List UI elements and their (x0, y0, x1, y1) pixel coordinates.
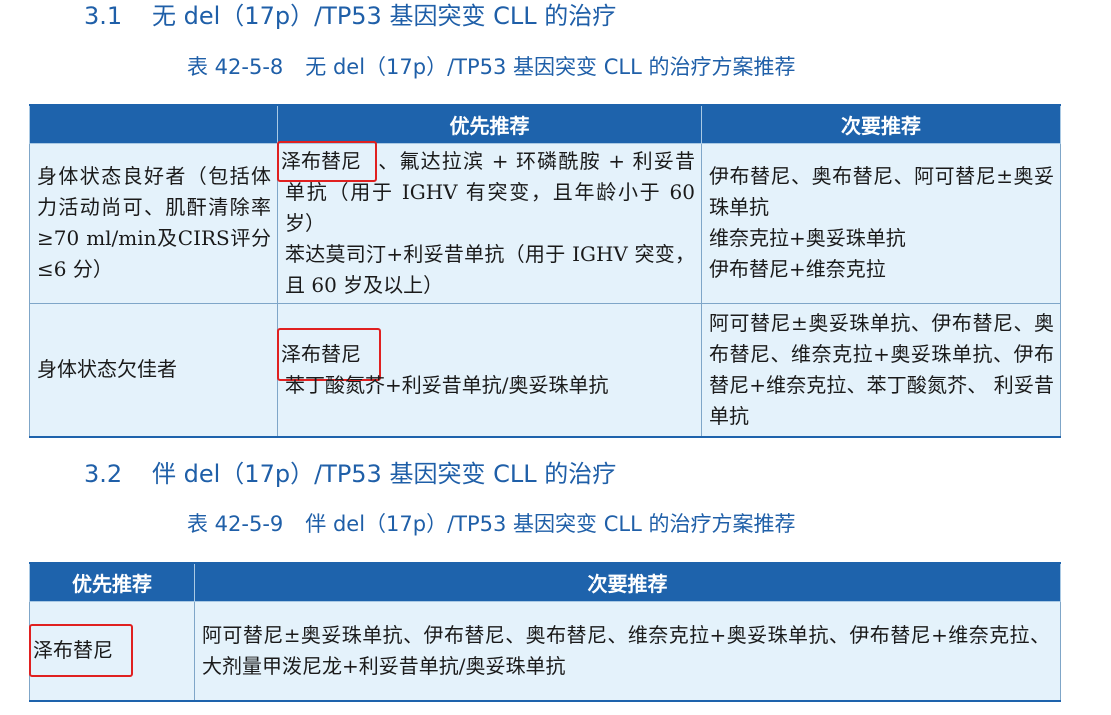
highlighted-drug: 泽布替尼 (277, 327, 381, 381)
table-caption-text: 无 del（17p）/TP53 基因突变 CLL 的治疗方案推荐 (305, 55, 796, 79)
section-title: 伴 del（17p）/TP53 基因突变 CLL 的治疗 (152, 460, 617, 488)
treatment-table-42-5-9: 优先推荐 次要推荐 泽布替尼 阿可替尼±奥妥珠单抗、伊布替尼、奥布替尼、维奈克拉… (29, 562, 1061, 702)
secondary-cell: 阿可替尼±奥妥珠单抗、伊布替尼、奥布替尼、维奈克拉+奥妥珠单抗、伊布替尼+维奈克… (701, 302, 1061, 438)
header-preferred: 优先推荐 (29, 562, 195, 602)
preferred-regimen-2: 苯达莫司汀+利妥昔单抗（用于 IGHV 突变，且 60 岁及以上） (285, 241, 695, 297)
secondary-regimen: 维奈克拉+奥妥珠单抗 (709, 226, 906, 250)
table-number: 表 42-5-9 (187, 512, 284, 536)
section-number: 3.1 (84, 2, 123, 30)
patient-group-cell: 身体状态良好者（包括体力活动尚可、肌酐清除率≥70 ml/min及CIRS评分≤… (29, 142, 278, 304)
table-caption-text: 伴 del（17p）/TP53 基因突变 CLL 的治疗方案推荐 (305, 512, 796, 536)
patient-group: 身体状态欠佳者 (37, 357, 177, 382)
secondary-regimen: 阿可替尼±奥妥珠单抗、伊布替尼、奥布替尼、维奈克拉+奥妥珠单抗、伊布替尼+维奈克… (709, 310, 1054, 428)
preferred-regimen-2: 苯丁酸氮芥+利妥昔单抗/奥妥珠单抗 (285, 372, 609, 397)
treatment-table-42-5-8: 优先推荐 次要推荐 身体状态良好者（包括体力活动尚可、肌酐清除率≥70 ml/m… (29, 104, 1061, 438)
table-header-row: 优先推荐 次要推荐 (29, 562, 1061, 602)
section-number: 3.2 (84, 460, 123, 488)
table-caption-42-5-9: 表 42-5-9 伴 del（17p）/TP53 基因突变 CLL 的治疗方案推荐 (187, 509, 795, 539)
preferred-cell: 泽布替尼 (29, 600, 195, 702)
table-caption-42-5-8: 表 42-5-8 无 del（17p）/TP53 基因突变 CLL 的治疗方案推荐 (187, 52, 795, 82)
highlighted-drug: 泽布替尼 (29, 624, 133, 678)
table-row: 身体状态欠佳者 泽布替尼 苯丁酸氮芥+利妥昔单抗/奥妥珠单抗 阿可替尼±奥妥珠单… (29, 302, 1061, 438)
preferred-regimen-1: 泽布替尼、氟达拉滨 + 环磷酰胺 + 利妥昔单抗（用于 IGHV 有突变，且年龄… (277, 140, 695, 239)
section-title: 无 del（17p）/TP53 基因突变 CLL 的治疗 (152, 2, 617, 30)
header-group (29, 104, 278, 144)
secondary-cell: 阿可替尼±奥妥珠单抗、伊布替尼、奥布替尼、维奈克拉+奥妥珠单抗、伊布替尼+维奈克… (194, 600, 1061, 702)
header-secondary: 次要推荐 (701, 104, 1061, 144)
secondary-regimen: 伊布替尼+维奈克拉 (709, 257, 886, 281)
header-preferred: 优先推荐 (277, 104, 702, 144)
table-number: 表 42-5-8 (187, 55, 284, 79)
table-row: 泽布替尼 阿可替尼±奥妥珠单抗、伊布替尼、奥布替尼、维奈克拉+奥妥珠单抗、伊布替… (29, 600, 1061, 702)
preferred-cell: 泽布替尼 苯丁酸氮芥+利妥昔单抗/奥妥珠单抗 (277, 302, 702, 438)
patient-group: 身体状态良好者（包括体力活动尚可、肌酐清除率≥70 ml/min及CIRS评分≤… (37, 164, 271, 281)
preferred-cell: 泽布替尼、氟达拉滨 + 环磷酰胺 + 利妥昔单抗（用于 IGHV 有突变，且年龄… (277, 140, 702, 304)
preferred-regimen-1: 泽布替尼 (277, 327, 695, 381)
section-heading-3-1: 3.1 无 del（17p）/TP53 基因突变 CLL 的治疗 (84, 0, 616, 32)
preferred-regimen-text: 、氟达拉滨 + 环磷酰胺 + 利妥昔单抗（用于 IGHV 有突变，且年龄小于 6… (285, 148, 695, 235)
section-heading-3-2: 3.2 伴 del（17p）/TP53 基因突变 CLL 的治疗 (84, 458, 616, 490)
secondary-regimen: 阿可替尼±奥妥珠单抗、伊布替尼、奥布替尼、维奈克拉+奥妥珠单抗、伊布替尼+维奈克… (202, 622, 1050, 678)
secondary-cell: 伊布替尼、奥布替尼、阿可替尼±奥妥珠单抗 维奈克拉+奥妥珠单抗 伊布替尼+维奈克… (701, 142, 1061, 304)
secondary-regimen: 伊布替尼、奥布替尼、阿可替尼±奥妥珠单抗 (709, 164, 1054, 219)
highlighted-drug: 泽布替尼 (277, 140, 377, 182)
header-secondary: 次要推荐 (194, 562, 1061, 602)
table-row: 身体状态良好者（包括体力活动尚可、肌酐清除率≥70 ml/min及CIRS评分≤… (29, 140, 1061, 304)
patient-group-cell: 身体状态欠佳者 (29, 302, 278, 438)
table-header-row: 优先推荐 次要推荐 (29, 104, 1061, 144)
